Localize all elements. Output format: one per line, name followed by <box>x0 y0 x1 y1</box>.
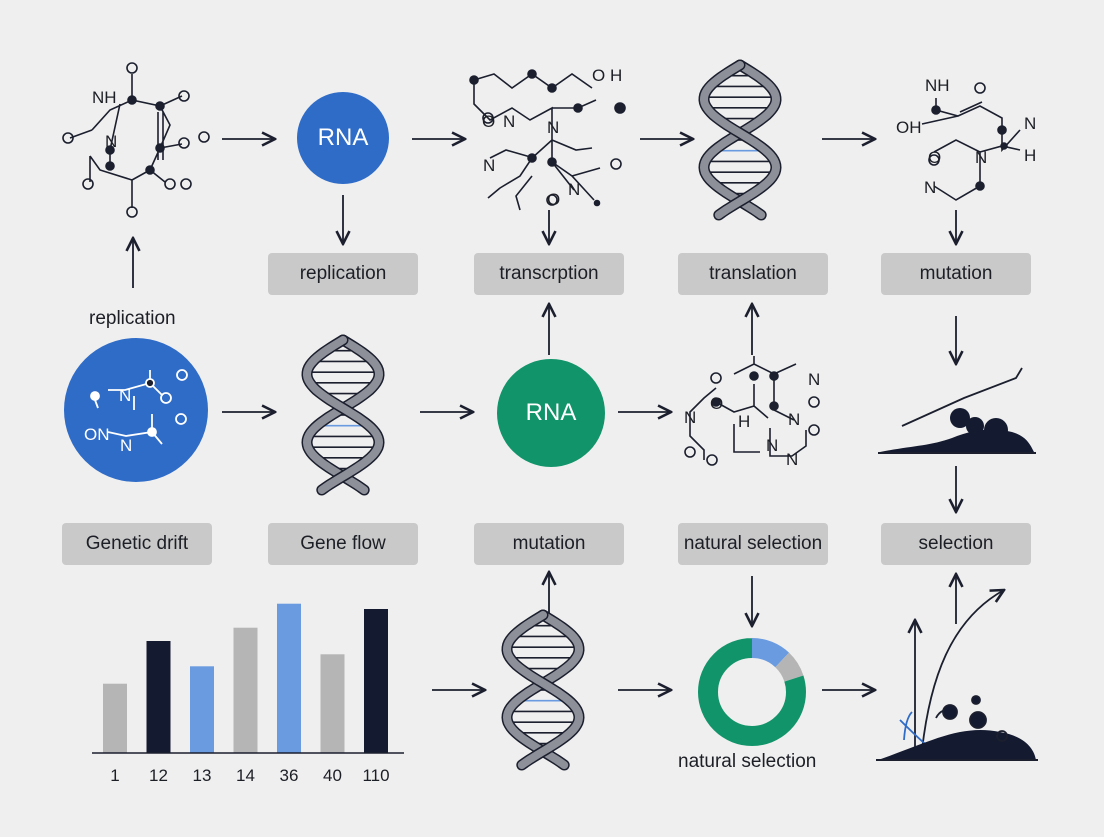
tick-label-13: 13 <box>192 766 212 785</box>
atom-oh-top: O H <box>592 66 623 85</box>
label-translation: translation <box>678 253 828 295</box>
donut-slice-0 <box>698 638 806 746</box>
rna-node-top-label: RNA <box>317 124 369 151</box>
atom-n-blue2: N <box>120 436 133 455</box>
molecule-icon-blue <box>90 369 188 445</box>
dna-helix-icon-top <box>698 59 782 221</box>
atom-nh-right: NH <box>925 76 950 95</box>
atom-n-ring2: N <box>924 178 937 197</box>
molecule-icon-mid-right <box>684 356 820 466</box>
atom-n: N <box>105 132 118 151</box>
donut-chart-icon <box>698 638 806 746</box>
landscape-icon <box>878 367 1036 454</box>
bar-110 <box>364 609 388 753</box>
atom-n-center: N <box>547 118 560 137</box>
label-mutation-mid: mutation <box>474 523 624 565</box>
label-gene-flow: Gene flow <box>268 523 418 565</box>
atom-o-top: O <box>482 112 496 131</box>
atom-oh-right: OH <box>896 118 922 137</box>
tick-label-36: 36 <box>279 766 299 785</box>
label-replication-left: replication <box>89 308 176 329</box>
bar-36 <box>277 603 301 753</box>
helix-strand-a <box>699 61 781 219</box>
atom-n-mid: N <box>808 370 821 389</box>
helix-strand-b <box>699 61 781 219</box>
bar-13 <box>190 666 214 753</box>
tick-label-14: 14 <box>236 766 255 785</box>
helix-strand-a <box>502 611 584 769</box>
bar-chart <box>92 603 404 754</box>
atom-o-lower: O <box>547 190 561 209</box>
bar-14 <box>233 627 258 753</box>
atom-n-blue: N <box>119 386 132 405</box>
tick-label-40: 40 <box>323 766 342 785</box>
atom-n-mid5: N <box>786 450 799 469</box>
atom-n-mid3: N <box>684 408 697 427</box>
helix-strand-b <box>502 611 584 769</box>
growth-curve-icon <box>876 590 1038 761</box>
tick-label-110: 110 <box>362 766 390 785</box>
atom-h-right: H <box>1024 146 1037 165</box>
tick-label-1: 1 <box>110 766 120 785</box>
label-natural-selection-bottom: natural selection <box>678 751 817 772</box>
atom-n-ring: N <box>975 148 988 167</box>
helix-strand-b <box>302 336 384 494</box>
rna-node-top <box>297 92 389 184</box>
helix-strand-a <box>302 336 384 494</box>
atom-n-mid4: N <box>766 436 779 455</box>
atom-h-mid: H <box>738 412 751 431</box>
molecule-node-blue <box>64 338 208 482</box>
label-replication: replication <box>268 253 418 295</box>
bar-12 <box>146 641 171 753</box>
atom-n-lower: N <box>568 180 581 199</box>
atom-n-mid2: N <box>788 410 801 429</box>
dna-helix-icon-bottom <box>501 609 585 771</box>
arrows <box>133 139 956 690</box>
label-mutation-top: mutation <box>881 253 1031 295</box>
tick-label-12: 12 <box>149 766 168 785</box>
atom-o-ring: O <box>928 148 942 167</box>
label-genetic-drift: Genetic drift <box>62 523 212 565</box>
molecule-icon-top-middle <box>469 69 626 211</box>
label-natural-selection-mid: natural selection <box>678 523 828 565</box>
atom-o-mid: O <box>710 394 724 413</box>
molecule-icon-top-left <box>62 62 210 218</box>
molecule-icon-top-right <box>921 82 1021 201</box>
atom-nh: NH <box>92 88 117 107</box>
atom-n-top: N <box>503 112 516 131</box>
rna-node-middle <box>497 359 605 467</box>
bar-40 <box>320 654 345 753</box>
label-transcription: transcrption <box>474 253 624 295</box>
bar-1 <box>103 683 127 753</box>
rna-node-middle-label: RNA <box>525 399 577 426</box>
atom-n-left: N <box>483 156 496 175</box>
dna-helix-icon-middle <box>301 334 385 496</box>
atom-on-blue: ON <box>84 425 110 444</box>
atom-n-right: N <box>1024 114 1037 133</box>
label-selection: selection <box>881 523 1031 565</box>
